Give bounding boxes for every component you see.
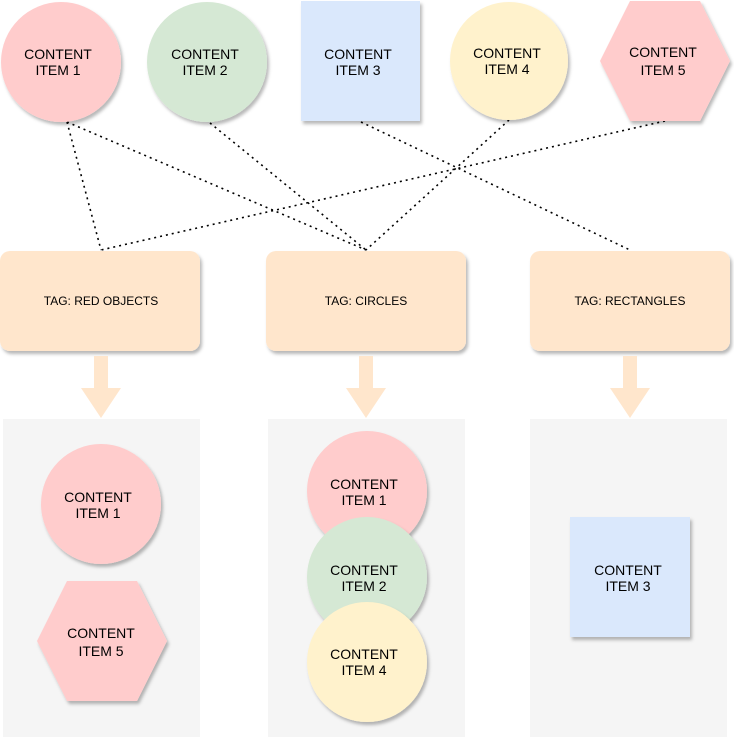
- group-circles-item-4-line1: CONTENT: [330, 646, 398, 662]
- content-item-2-line2: ITEM 2: [182, 62, 227, 78]
- connector-item5-to-red: [100, 120, 666, 251]
- connector-item2-to-circles: [209, 122, 367, 251]
- tag-box-rectangles[interactable]: TAG: RECTANGLES: [530, 251, 730, 351]
- content-item-1-line2: ITEM 1: [35, 62, 80, 78]
- tag-label-red-objects: TAG: RED OBJECTS: [44, 294, 158, 308]
- connector-lines: [66, 119, 666, 251]
- content-item-3-line1: CONTENT: [324, 46, 392, 62]
- flow-arrows: [81, 356, 650, 418]
- connector-item1-to-red: [66, 121, 102, 251]
- content-item-4[interactable]: CONTENT ITEM 4: [450, 2, 568, 120]
- tag-box-circles[interactable]: TAG: CIRCLES: [266, 251, 466, 351]
- group-circles-item-2[interactable]: CONTENT ITEM 2: [307, 517, 427, 637]
- content-item-5-line2: ITEM 5: [640, 62, 685, 78]
- content-item-4-line1: CONTENT: [473, 45, 541, 61]
- content-item-5-line1: CONTENT: [629, 44, 697, 60]
- content-item-3-line2: ITEM 3: [335, 62, 380, 78]
- group-red-item-1-line1: CONTENT: [64, 489, 132, 505]
- tag-box-red-objects[interactable]: TAG: RED OBJECTS: [0, 251, 200, 351]
- content-item-5[interactable]: CONTENT ITEM 5: [600, 1, 730, 121]
- group-circles-item-1-line2: ITEM 1: [341, 492, 386, 508]
- group-circles-item-1-line1: CONTENT: [330, 476, 398, 492]
- content-item-4-line2: ITEM 4: [484, 61, 529, 77]
- group-red-item-1[interactable]: CONTENT ITEM 1: [41, 444, 161, 564]
- group-rectangles-item-3[interactable]: CONTENT ITEM 3: [570, 517, 690, 637]
- group-red-item-5[interactable]: CONTENT ITEM 5: [37, 581, 167, 701]
- content-item-1-line1: CONTENT: [24, 46, 92, 62]
- group-rectangles-item-3-line2: ITEM 3: [605, 578, 650, 594]
- arrow-down-icon: [610, 356, 650, 418]
- group-red-item-5-line1: CONTENT: [67, 625, 135, 641]
- arrow-down-icon: [346, 356, 386, 418]
- tag-label-circles: TAG: CIRCLES: [325, 294, 407, 308]
- arrow-down-icon: [81, 356, 121, 418]
- group-circles-item-2-line1: CONTENT: [330, 562, 398, 578]
- content-item-1[interactable]: CONTENT ITEM 1: [1, 2, 121, 122]
- group-circles-item-4-line2: ITEM 4: [341, 662, 386, 678]
- content-item-2[interactable]: CONTENT ITEM 2: [147, 2, 267, 122]
- group-rectangles-item-3-line1: CONTENT: [594, 562, 662, 578]
- group-circles-item-4[interactable]: CONTENT ITEM 4: [307, 602, 427, 722]
- group-red-item-1-line2: ITEM 1: [75, 505, 120, 521]
- group-red-item-5-line2: ITEM 5: [78, 643, 123, 659]
- tag-label-rectangles: TAG: RECTANGLES: [575, 294, 686, 308]
- content-item-3[interactable]: CONTENT ITEM 3: [301, 1, 420, 121]
- group-circles-item-1[interactable]: CONTENT ITEM 1: [307, 431, 427, 551]
- group-circles-item-2-line2: ITEM 2: [341, 578, 386, 594]
- connector-item1-to-circles: [66, 121, 367, 251]
- connector-item4-to-circles: [365, 119, 510, 251]
- content-item-2-line1: CONTENT: [171, 46, 239, 62]
- connector-item3-to-rectangles: [360, 121, 631, 251]
